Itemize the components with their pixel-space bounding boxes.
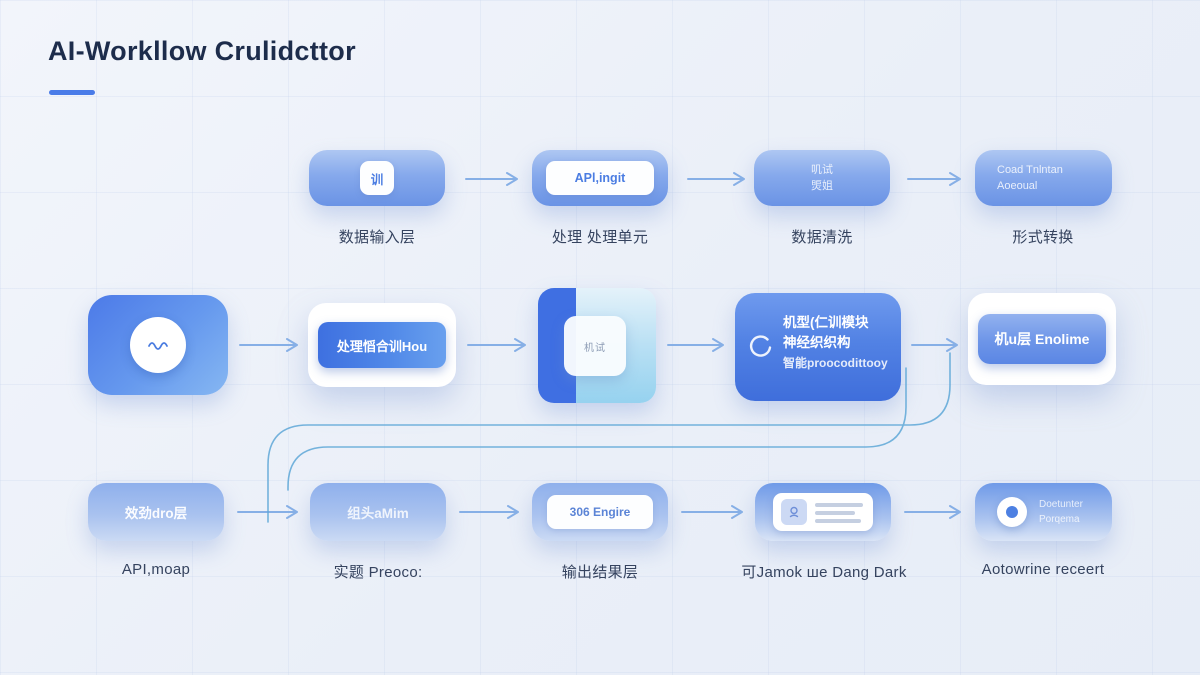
node-text-line: Doetunter (1039, 499, 1083, 510)
model-text-line: 神经织织构 (783, 335, 851, 350)
node-split-card: 机试 (538, 288, 656, 403)
label-process-unit: 处理 处理单元 (551, 229, 649, 246)
api-pill: APl,ingit (546, 161, 654, 195)
model-train-text: 机型(仁训模块 神经织织构 智能proocodittooy (783, 313, 888, 373)
node-data-input: 训 (309, 150, 445, 206)
label-api: API,moap (121, 561, 191, 578)
report-mini-card (773, 493, 873, 531)
node-text-line: Coad Tnlntan (997, 164, 1063, 176)
node-text-line: Porqema (1039, 514, 1080, 525)
label-output-layer: 输出结果层 (561, 564, 639, 581)
node-text-line: Aoeoual (997, 180, 1038, 192)
arrow-r2-1 (239, 338, 298, 352)
record-dot-icon (997, 497, 1027, 527)
label-data-input: 数据输入层 (338, 229, 416, 246)
text-line-bar (815, 511, 855, 515)
node-data-clean: 叽试 煚姐 (754, 150, 890, 206)
title-underline (49, 90, 95, 95)
split-card-inner-text: 机试 (584, 342, 606, 354)
process-merge-text: 处理慆合训Hou (336, 338, 428, 354)
arrow-r3-4 (904, 505, 961, 519)
arrow-r3-1 (237, 505, 298, 519)
node-api-layer: 效劲dro层 (88, 483, 224, 541)
arrow-r2-4 (911, 338, 958, 352)
node-auto-record: Doetunter Porqema (975, 483, 1112, 541)
node-engine: 机u层 Enolime (968, 293, 1116, 385)
node-text: Coad Tnlntan Aoeoual (975, 150, 1112, 194)
arrow-r1-1 (465, 172, 518, 186)
node-report-card (755, 483, 891, 541)
label-preprocess: 实题 Preoco: (333, 564, 423, 581)
badge-icon: 训 (360, 161, 394, 195)
node-output-layer: 306 Engire (532, 483, 668, 541)
node-text: 效劲dro层 (124, 506, 188, 521)
arrow-r2-3 (667, 338, 724, 352)
wave-icon (130, 317, 186, 373)
text-line-bar (815, 503, 863, 507)
spinner-icon (749, 335, 772, 357)
node-format-convert: Coad Tnlntan Aoeoual (975, 150, 1112, 206)
arrow-r2-2 (467, 338, 526, 352)
api-pill-text: APl,ingit (574, 171, 626, 185)
engine-pill: 机u层 Enolime (978, 314, 1106, 364)
page-title: AI-Workllow Crulidcttor (48, 36, 356, 66)
arrow-r3-2 (459, 505, 519, 519)
node-text: 组头aMim (347, 506, 409, 521)
label-data-clean: 数据清洗 (791, 229, 853, 246)
badge-glyph: 训 (370, 172, 384, 187)
node-text-line: 叽试 (811, 164, 833, 176)
node-text-line: 煚姐 (811, 180, 833, 192)
engine-pill-small: 306 Engire (547, 495, 653, 529)
engine-pill-text: 机u层 Enolime (994, 331, 1090, 347)
node-model-train: 机型(仁训模块 神经织织构 智能proocodittooy (735, 293, 901, 401)
profile-card-icon (781, 499, 807, 525)
engine-pill-small-text: 306 Engire (569, 505, 631, 519)
label-format-convert: 形式转换 (1012, 229, 1074, 246)
label-auto-record: Aotowrine receert (981, 561, 1105, 578)
record-dot (1006, 506, 1018, 518)
model-text-line: 机型(仁训模块 (783, 315, 869, 330)
node-source (88, 295, 228, 395)
arrow-r1-3 (907, 172, 961, 186)
label-report: 可Jamok шe Dang Dark (741, 564, 907, 581)
node-text: 叽试 煚姐 (754, 150, 890, 194)
text-line-bar (815, 519, 861, 523)
arrow-r3-3 (681, 505, 743, 519)
node-process-unit: APl,ingit (532, 150, 668, 206)
split-card-inner-square: 机试 (564, 316, 626, 376)
process-merge-pill: 处理慆合训Hou (318, 322, 446, 368)
node-text: Doetunter Porqema (1039, 497, 1083, 527)
node-process-merge: 处理慆合训Hou (308, 303, 456, 387)
node-preprocess: 组头aMim (310, 483, 446, 541)
arrow-r1-2 (687, 172, 745, 186)
model-text-line: 智能proocodittooy (783, 356, 888, 370)
